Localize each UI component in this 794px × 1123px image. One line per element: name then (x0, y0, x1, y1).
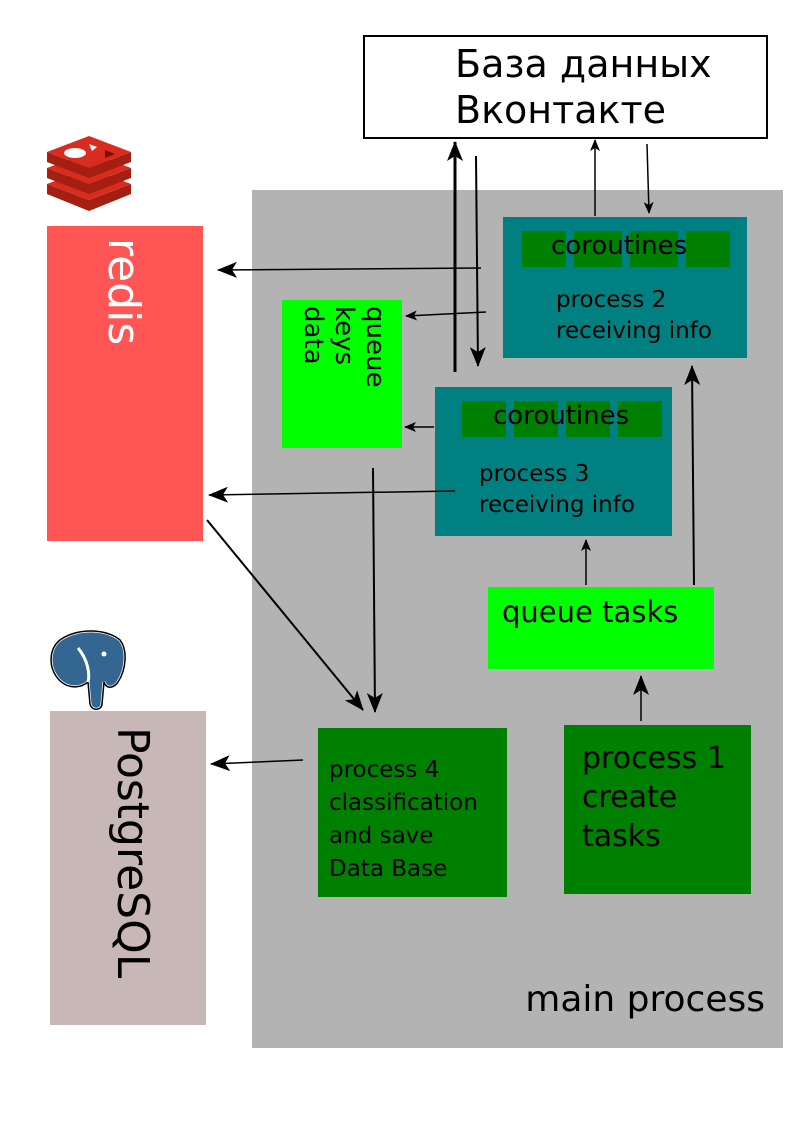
main-process-label: main process (525, 979, 765, 1020)
process-4-line1: process 4 (329, 757, 440, 783)
redis-storage-bar: redis (47, 226, 203, 541)
database-label-line2: Вконтакте (455, 88, 667, 132)
process-3-title: process 3 (479, 461, 590, 487)
process-3-coroutines-label: coroutines (493, 401, 630, 431)
process-3-box: coroutines process 3 receiving info (435, 387, 672, 536)
postgresql-storage-bar: PostgreSQL (50, 711, 206, 1025)
queue-keys-data-box: queue keys data (282, 300, 402, 448)
redis-logo-icon (47, 136, 131, 211)
queue-data-line1: queue (360, 306, 390, 388)
postgresql-elephant-icon (49, 630, 127, 711)
database-box: База данных Вконтакте (363, 35, 768, 139)
queue-tasks-label: queue tasks (502, 595, 679, 629)
process-4-box: process 4 classification and save Data B… (318, 728, 507, 897)
database-label-line1: База данных (455, 42, 712, 86)
process-3-coroutines-bar (462, 401, 662, 437)
process-1-line3: tasks (582, 819, 661, 854)
queue-tasks-box: queue tasks (488, 587, 714, 669)
process-4-line4: Data Base (329, 856, 448, 882)
redis-label: redis (98, 238, 149, 346)
process-2-coroutines-label: coroutines (551, 231, 688, 261)
process-2-coroutines-bar (522, 231, 730, 267)
postgresql-label: PostgreSQL (107, 727, 158, 979)
queue-data-line2: keys (329, 306, 359, 366)
queue-data-line3: data (298, 306, 328, 365)
process-4-line2: classification (329, 790, 478, 816)
database-label: База данных Вконтакте (455, 41, 712, 133)
process-1-line1: process 1 (582, 741, 726, 776)
process-1-line2: create (582, 780, 678, 815)
process-2-title: process 2 (556, 287, 667, 313)
process-1-box: process 1 create tasks (564, 725, 751, 894)
process-2-subtitle: receiving info (556, 318, 712, 344)
process-2-box: coroutines process 2 receiving info (503, 217, 747, 358)
process-4-line3: and save (329, 823, 434, 849)
process-3-subtitle: receiving info (479, 492, 635, 518)
